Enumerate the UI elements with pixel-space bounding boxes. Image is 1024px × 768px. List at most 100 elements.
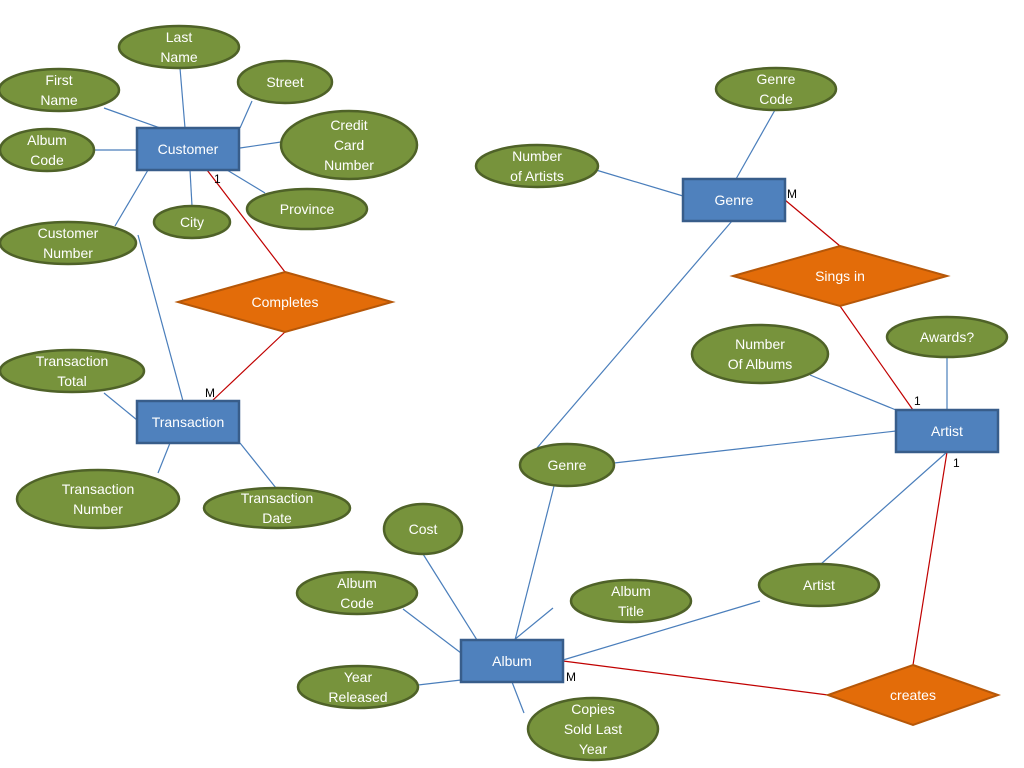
attribute-connector-line	[114, 169, 149, 227]
attribute-customer-number-ellipse	[0, 220, 138, 266]
relationship-completes-label: Completes	[252, 294, 319, 310]
relationship-connector-line	[211, 331, 286, 402]
attribute-last-name-label-line: Last	[166, 29, 193, 45]
attribute-transaction-date-label-line: Transaction	[241, 490, 314, 506]
attribute-connector-line	[103, 392, 138, 421]
relationship-connector-line	[206, 169, 286, 273]
attribute-street-ellipse	[236, 59, 334, 105]
cardinality-artist-sings-in: 1	[914, 394, 921, 408]
attribute-connector-line	[514, 485, 555, 641]
attribute-connector-line	[613, 430, 897, 464]
attribute-connector-line	[595, 169, 684, 197]
entity-album-label-line: Album	[492, 653, 532, 669]
attribute-connector-line	[179, 67, 186, 129]
attribute-album-code-album-ellipse	[295, 570, 419, 616]
attribute-genre-album-label: Genre	[548, 457, 587, 473]
attribute-number-of-artists-label-line: Number	[512, 148, 562, 164]
attribute-connector-line	[239, 442, 277, 489]
attribute-connector-line	[103, 107, 161, 129]
attribute-connector-line	[157, 442, 171, 474]
entity-artist-label: Artist	[931, 423, 963, 439]
attribute-connector-line	[226, 169, 266, 194]
attribute-connector-line	[137, 234, 184, 402]
relationship-completes-diamond	[174, 270, 396, 334]
entity-genre-box	[681, 177, 787, 223]
attribute-credit-card-number-ellipse	[279, 109, 419, 181]
attribute-last-name-label-line: Name	[160, 49, 198, 65]
relationship-connector-line	[912, 451, 948, 666]
attribute-first-name-label-line: Name	[40, 92, 78, 108]
attribute-credit-card-number-label-line: Number	[324, 157, 374, 173]
attribute-copies-sold-label-line: Copies	[571, 701, 615, 717]
attribute-transaction-total-label-line: Total	[57, 373, 87, 389]
attribute-transaction-number-label-line: Number	[73, 501, 123, 517]
attribute-artist-album-ellipse	[757, 562, 881, 608]
relationship-connector-line	[839, 305, 914, 411]
attribute-album-title-label-line: Album	[611, 583, 651, 599]
attribute-number-of-artists-ellipse	[474, 143, 600, 189]
attribute-connector-line	[402, 608, 462, 654]
attribute-awards-label-line: Awards?	[920, 329, 974, 345]
attribute-transaction-number-ellipse	[15, 468, 181, 530]
entity-album-box	[459, 638, 565, 684]
entity-album-label: Album	[492, 653, 532, 669]
relationship-creates-label-line: creates	[890, 687, 936, 703]
relationship-connector-line	[562, 660, 829, 696]
entity-genre-label-line: Genre	[715, 192, 754, 208]
attribute-number-of-albums-label-line: Number	[735, 336, 785, 352]
attribute-connector-line	[417, 679, 462, 686]
attribute-transaction-total-label-line: Transaction	[36, 353, 109, 369]
relationship-sings-in-label-line: Sings in	[815, 268, 865, 284]
attribute-city-ellipse	[152, 204, 232, 240]
attribute-connector-line	[820, 451, 948, 565]
attribute-connector-line	[189, 169, 193, 207]
relationship-sings-in-label: Sings in	[815, 268, 865, 284]
attribute-genre-album-label-line: Genre	[548, 457, 587, 473]
attribute-album-code-customer-label-line: Album	[27, 132, 67, 148]
attribute-copies-sold-ellipse	[526, 696, 660, 762]
attribute-city-label-line: City	[180, 214, 204, 230]
relationship-completes-label-line: Completes	[252, 294, 319, 310]
attribute-customer-number-label-line: Customer	[38, 225, 99, 241]
attribute-copies-sold-label-line: Sold Last	[564, 721, 622, 737]
attribute-transaction-number-label-line: Transaction	[62, 481, 135, 497]
attribute-number-of-artists-label-line: of Artists	[510, 168, 564, 184]
attribute-album-code-album-label-line: Code	[340, 595, 374, 611]
attribute-credit-card-number-label-line: Credit	[330, 117, 367, 133]
attribute-genre-code-label-line: Code	[759, 91, 793, 107]
attribute-number-of-albums-label-line: Of Albums	[728, 356, 793, 372]
cardinality-transaction-completes: M	[205, 386, 215, 400]
attribute-genre-album-ellipse	[518, 442, 616, 488]
attribute-transaction-date-label-line: Date	[262, 510, 292, 526]
attribute-connector-line	[536, 220, 733, 449]
entity-transaction-label-line: Transaction	[152, 414, 225, 430]
attribute-connector-line	[511, 681, 525, 714]
attribute-credit-card-number-label-line: Card	[334, 137, 364, 153]
attribute-province-ellipse	[245, 187, 369, 231]
attribute-number-of-artists-label: Number of Artists	[510, 148, 564, 184]
cardinality-genre-sings-in: M	[787, 187, 797, 201]
attribute-first-name-ellipse	[0, 67, 121, 113]
entity-customer-label-line: Customer	[158, 141, 219, 157]
cardinality-album-creates: M	[566, 670, 576, 684]
attribute-connector-line	[239, 141, 282, 149]
attribute-city-label: City	[180, 214, 204, 230]
attribute-transaction-date-ellipse	[202, 486, 352, 530]
attribute-album-code-album-label-line: Album	[337, 575, 377, 591]
attribute-connector-line	[422, 553, 478, 641]
attribute-album-code-customer-label-line: Code	[30, 152, 64, 168]
attribute-street-label-line: Street	[266, 74, 303, 90]
attribute-awards-label: Awards?	[920, 329, 974, 345]
attribute-album-title-ellipse	[569, 578, 693, 624]
entity-transaction-box	[135, 399, 241, 445]
attribute-album-code-customer-ellipse	[0, 127, 96, 173]
